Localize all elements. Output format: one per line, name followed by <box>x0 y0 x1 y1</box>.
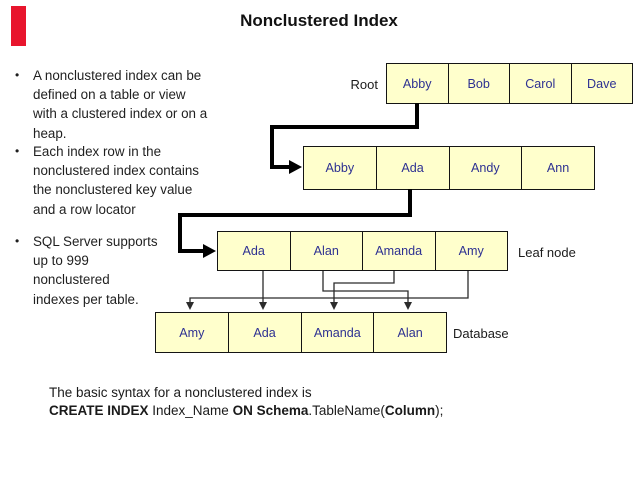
index-row-root: Abby Bob Carol Dave <box>386 63 633 104</box>
bullet-line: up to 999 <box>33 253 89 269</box>
syntax-text: .TableName( <box>308 403 385 418</box>
index-cell: Abby <box>402 76 432 91</box>
bullet-line: with a clustered index or on a <box>33 106 208 122</box>
red-accent-bar <box>11 6 26 46</box>
syntax-intro: The basic syntax for a nonclustered inde… <box>49 385 312 400</box>
connector-leaf-alan-to-db <box>322 271 412 310</box>
syntax-keyword: Column <box>384 403 436 418</box>
index-cell: Abby <box>325 161 355 175</box>
index-cell: Ada <box>242 244 265 258</box>
index-cell: Bob <box>447 64 510 103</box>
bullet-line: SQL Server supports <box>33 234 158 249</box>
bullet-marker: • <box>15 68 20 82</box>
bullet-line: nonclustered index contains <box>33 163 200 179</box>
index-cell: Alan <box>289 232 363 270</box>
index-cell: Alan <box>373 313 446 352</box>
connector-leaf-amanda-to-db <box>330 271 395 310</box>
syntax-statement: CREATE INDEX Index_Name ON Schema.TableN… <box>49 402 443 420</box>
database-label: Database <box>453 326 509 341</box>
syntax-block: The basic syntax for a nonclustered inde… <box>49 384 443 420</box>
index-cell: Amanda <box>300 313 374 352</box>
bullet-line: defined on a table or view <box>33 87 186 103</box>
root-label: Root <box>350 77 378 92</box>
index-cell: Andy <box>448 147 522 189</box>
index-cell: Ann <box>521 147 594 189</box>
bullet-marker: • <box>15 144 20 158</box>
bullet-item-2: • Each index row in the nonclustered ind… <box>15 142 238 219</box>
bullet-line: heap. <box>33 125 67 141</box>
index-cell: Dave <box>570 64 633 103</box>
connector-leaf-ada-to-db <box>259 271 267 310</box>
bullet-line: nonclustered <box>33 272 110 288</box>
index-cell: Ada <box>375 147 449 189</box>
syntax-keyword: CREATE INDEX <box>49 403 153 418</box>
syntax-keyword: ON Schema <box>232 403 309 418</box>
bullet-marker: • <box>15 234 20 248</box>
bullet-item-3: • SQL Server supports up to 999 nonclust… <box>15 232 238 309</box>
slide-title: Nonclustered Index <box>240 11 398 30</box>
syntax-text: Index_Name <box>152 403 233 418</box>
index-cell: Amy <box>434 232 508 270</box>
index-cell: Ada <box>227 313 301 352</box>
bullet-item-1: • A nonclustered index can be defined on… <box>15 66 238 143</box>
bullet-line: the nonclustered key value <box>33 182 193 198</box>
index-cell: Amy <box>179 325 205 340</box>
bullet-line: A nonclustered index can be <box>33 68 202 83</box>
index-cell: Carol <box>509 64 571 103</box>
syntax-text: ); <box>435 403 444 418</box>
bullet-line: indexes per table. <box>33 291 139 307</box>
leaf-node-label: Leaf node <box>518 245 576 260</box>
index-row-intermediate: Abby Ada Andy Ann <box>303 146 595 190</box>
bullet-line: and a row locator <box>33 201 136 217</box>
index-cell: Amanda <box>362 232 435 270</box>
index-row-leaf: Ada Alan Amanda Amy <box>217 231 508 271</box>
bullet-line: Each index row in the <box>33 144 162 159</box>
index-row-database: Amy Ada Amanda Alan <box>155 312 447 353</box>
